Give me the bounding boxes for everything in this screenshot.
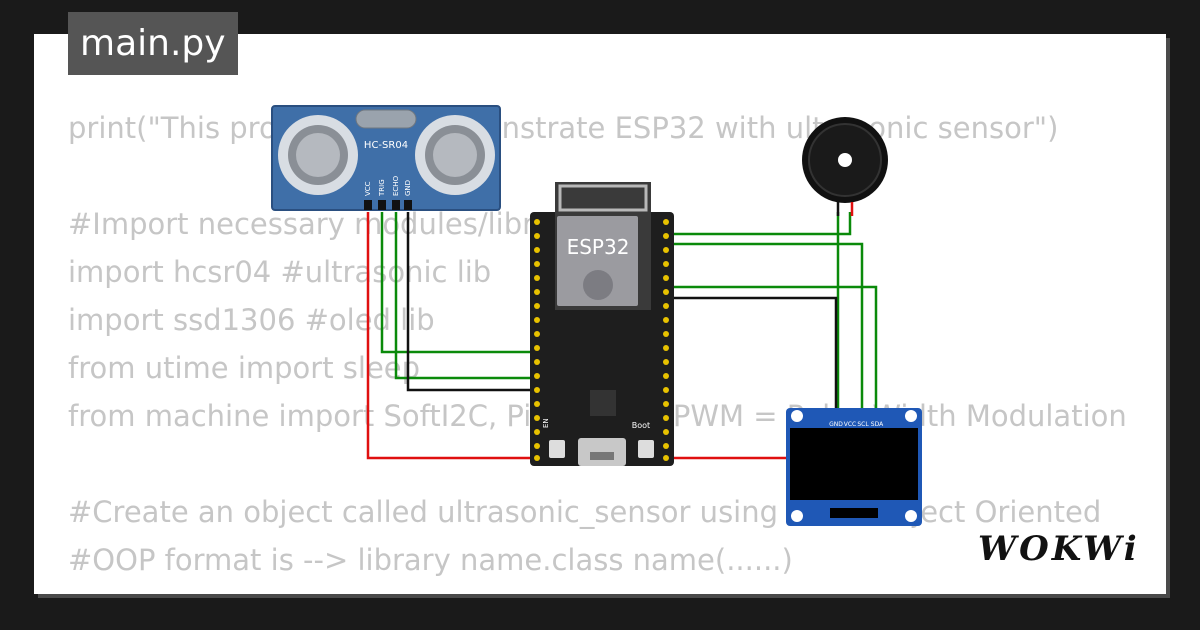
sensor-label: HC-SR04: [364, 140, 408, 151]
board-label: ESP32: [567, 235, 630, 259]
code-line: import hcsr04 #ultrasonic lib: [68, 255, 492, 289]
sensor-pin-label: TRIG: [378, 179, 386, 197]
ultrasonic-sensor[interactable]: HC-SR04 VCC TRIG ECHO GND: [271, 105, 501, 211]
wire-trig-green: [380, 212, 540, 354]
boot-label: Boot: [632, 421, 650, 430]
buzzer[interactable]: [802, 117, 888, 216]
en-label: EN: [542, 418, 550, 428]
oled-display[interactable]: GND VCC SCL SDA: [786, 408, 922, 526]
file-tab[interactable]: main.py: [68, 12, 238, 75]
sensor-pin-label: GND: [404, 180, 412, 196]
sensor-pin-label: VCC: [364, 181, 372, 196]
wire-gnd-black: [406, 212, 540, 392]
code-line: #OOP format is --> library name.class na…: [68, 543, 793, 577]
wire-oled-gnd-black: [666, 296, 838, 418]
wire-sda-green: [666, 285, 878, 418]
esp32-board[interactable]: ESP32 Boot EN: [530, 182, 674, 466]
code-line: ultrasonic_sensor = hcsr04.HCSR04(trigge…: [68, 584, 1166, 594]
wire-buzzer-green: [666, 212, 852, 236]
wire-echo-green: [394, 212, 540, 380]
code-line: import ssd1306 #oled lib: [68, 303, 435, 337]
sensor-pin-label: ECHO: [392, 175, 400, 196]
wokwi-logo: WOKWi: [978, 526, 1148, 574]
oled-pin-label: SDA: [871, 421, 884, 428]
oled-pin-label: GND: [829, 421, 843, 428]
wire-vcc-red: [366, 212, 540, 460]
wire-scl-green: [666, 242, 864, 418]
brand-text: WOKWi: [978, 529, 1140, 569]
oled-pin-label: SCL: [857, 421, 869, 428]
oled-pin-label: VCC: [844, 421, 856, 428]
